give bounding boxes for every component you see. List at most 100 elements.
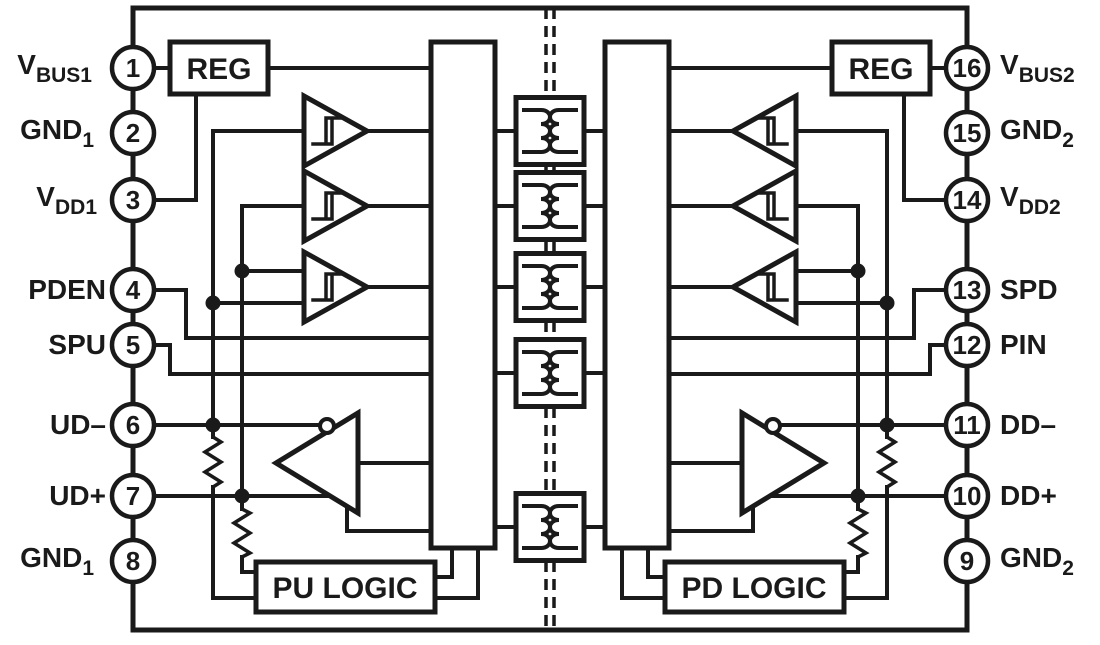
pin-circle (109, 321, 157, 369)
pin-label-sub: 1 (82, 129, 94, 152)
pin-label-main: V (1000, 181, 1019, 212)
isolation-barrier-dashes (544, 8, 556, 630)
pu-logic-box (253, 559, 438, 615)
pin-3-vdd1: 3 VDD1 (36, 176, 157, 224)
pin-9-gnd2: 9 GND2 (943, 537, 1074, 585)
transformer-5 (513, 491, 587, 563)
pin-number: 1 (126, 53, 140, 83)
pin-label-main: SPD (1000, 274, 1058, 305)
winding-right (548, 108, 578, 154)
pin-label-sub: BUS2 (1019, 64, 1075, 87)
pin-6-ud-minus: 6 UD– (50, 401, 157, 449)
falling-hysteresis-icon (757, 272, 789, 302)
chip-outline (130, 5, 970, 633)
pin-label: VBUS1 (17, 49, 92, 87)
pin-label-sub: DD2 (1019, 196, 1061, 219)
falling-hysteresis-icon (757, 191, 789, 221)
pu-logic-label: PU LOGIC (272, 572, 417, 605)
pin-13-spd: 13 SPD (943, 266, 1058, 314)
pin-5-spu: 5 SPU (48, 321, 157, 369)
pin-circle (109, 176, 157, 224)
pin-circle (943, 44, 991, 92)
winding-right (548, 504, 578, 550)
winding-right (548, 183, 578, 229)
pin-circle (943, 321, 991, 369)
resistor-dd-minus (875, 435, 899, 489)
falling-hysteresis-icon (757, 116, 789, 146)
resistor-dd-plus (846, 507, 870, 559)
wire-vdd2-to-reg (902, 92, 948, 202)
pd-logic-box (662, 559, 847, 615)
pin-number: 6 (126, 410, 140, 440)
pin-number: 5 (126, 330, 140, 360)
junction-dot (879, 417, 895, 433)
pin-label-sub: 2 (1062, 557, 1074, 580)
junction-dot (205, 295, 221, 311)
encoder-block-left (428, 39, 498, 551)
resistor-ud-minus (201, 435, 225, 489)
pin-label: UD+ (49, 480, 106, 511)
pin-label: VDD2 (1000, 181, 1061, 219)
pin-label-main: GND (20, 114, 82, 145)
reg-label: REG (186, 53, 251, 86)
pin-16-vbus2: 16 VBUS2 (943, 44, 1075, 92)
pin-label-main: UD+ (49, 480, 106, 511)
pin-14-vdd2: 14 VDD2 (943, 176, 1061, 224)
pd-logic-block: PD LOGIC (662, 559, 847, 615)
regulator-block-left: REG (167, 39, 271, 97)
pin-circle (943, 472, 991, 520)
schmitt-buffer-triangle (727, 91, 799, 171)
wire-transformer-leads-right (582, 129, 607, 529)
pu-logic-block: PU LOGIC (253, 559, 438, 615)
resistors (201, 435, 899, 559)
wire-receiver-outputs-left (365, 129, 433, 289)
pin-number: 13 (953, 275, 982, 305)
pin-circle (943, 176, 991, 224)
pin-label: PIN (1000, 329, 1047, 360)
line-driver-left (271, 408, 361, 518)
pin-label-sub: 2 (1062, 129, 1074, 152)
junction-dot (879, 295, 895, 311)
wire-driver-enable-right (667, 505, 755, 533)
transformer-3 (513, 251, 587, 323)
inverting-bubble-icon (764, 417, 782, 435)
pin-circle (943, 266, 991, 314)
pin-number: 9 (960, 546, 974, 576)
pin-label-main: V (17, 49, 36, 80)
pin-label: SPU (48, 329, 106, 360)
pin-circle (109, 537, 157, 585)
schmitt-buffer-triangle (301, 91, 373, 171)
inverting-bubble-icon (318, 417, 336, 435)
pin-number: 14 (953, 185, 982, 215)
wire-vdd1-to-reg (152, 92, 198, 202)
driver-triangle (271, 408, 361, 518)
wire-dd-minus-bus (778, 129, 948, 600)
pin-circle (109, 44, 157, 92)
pin-15-gnd2: 15 GND2 (943, 109, 1074, 157)
pd-logic-label: PD LOGIC (681, 572, 826, 605)
decoder-block-right (602, 39, 672, 551)
reg-label: REG (848, 53, 913, 86)
pin-label: GND2 (1000, 114, 1074, 152)
pin-number: 16 (953, 53, 982, 83)
pin-number: 3 (126, 185, 140, 215)
pin-label-main: GND (20, 542, 82, 573)
wire-spd-to-decoder (667, 288, 948, 340)
wire-pu-logic-to-encoder (433, 546, 480, 600)
pin-10-dd-plus: 10 DD+ (943, 472, 1057, 520)
wire-pden-to-encoder (152, 288, 433, 340)
pin-circle (109, 109, 157, 157)
pin-label-main: DD– (1000, 409, 1056, 440)
schmitt-buffer-triangle (301, 247, 373, 327)
pin-number: 15 (953, 118, 982, 148)
pin-label: GND1 (20, 542, 94, 580)
schmitt-buffer-triangle (727, 247, 799, 327)
pin-circle (109, 401, 157, 449)
pin-label-sub: DD1 (55, 196, 97, 219)
pin-label-main: UD– (50, 409, 106, 440)
reg-box (167, 39, 271, 97)
pin-number: 10 (953, 481, 982, 511)
pin-label: GND2 (1000, 542, 1074, 580)
junction-dot (234, 488, 250, 504)
